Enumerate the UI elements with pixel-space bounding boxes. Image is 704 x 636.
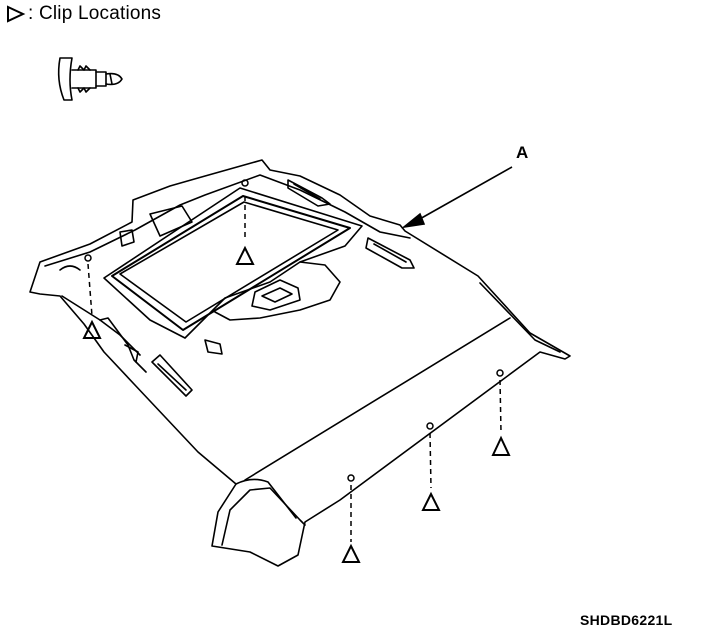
clip-marker-front-center [235, 179, 255, 265]
clip-marker-rear-2 [421, 422, 441, 511]
figure-code: SHDBD6221L [580, 612, 673, 628]
grab-handle-left [151, 354, 193, 397]
clip-illustration [57, 57, 123, 101]
grab-handle-front [287, 179, 331, 207]
clip-markers [82, 179, 511, 563]
clip-marker-rear-3 [341, 474, 361, 563]
callout-label-a: A [516, 143, 529, 162]
legend: : Clip Locations [6, 2, 161, 26]
legend-label: : Clip Locations [28, 3, 162, 24]
hollow-triangle-icon [7, 5, 26, 23]
clip-marker-left [82, 254, 102, 339]
callout-arrow-a [401, 166, 513, 229]
clip-marker-rear-1 [491, 369, 511, 456]
grab-handle-right [365, 237, 415, 269]
sunroof-opening [103, 187, 363, 339]
